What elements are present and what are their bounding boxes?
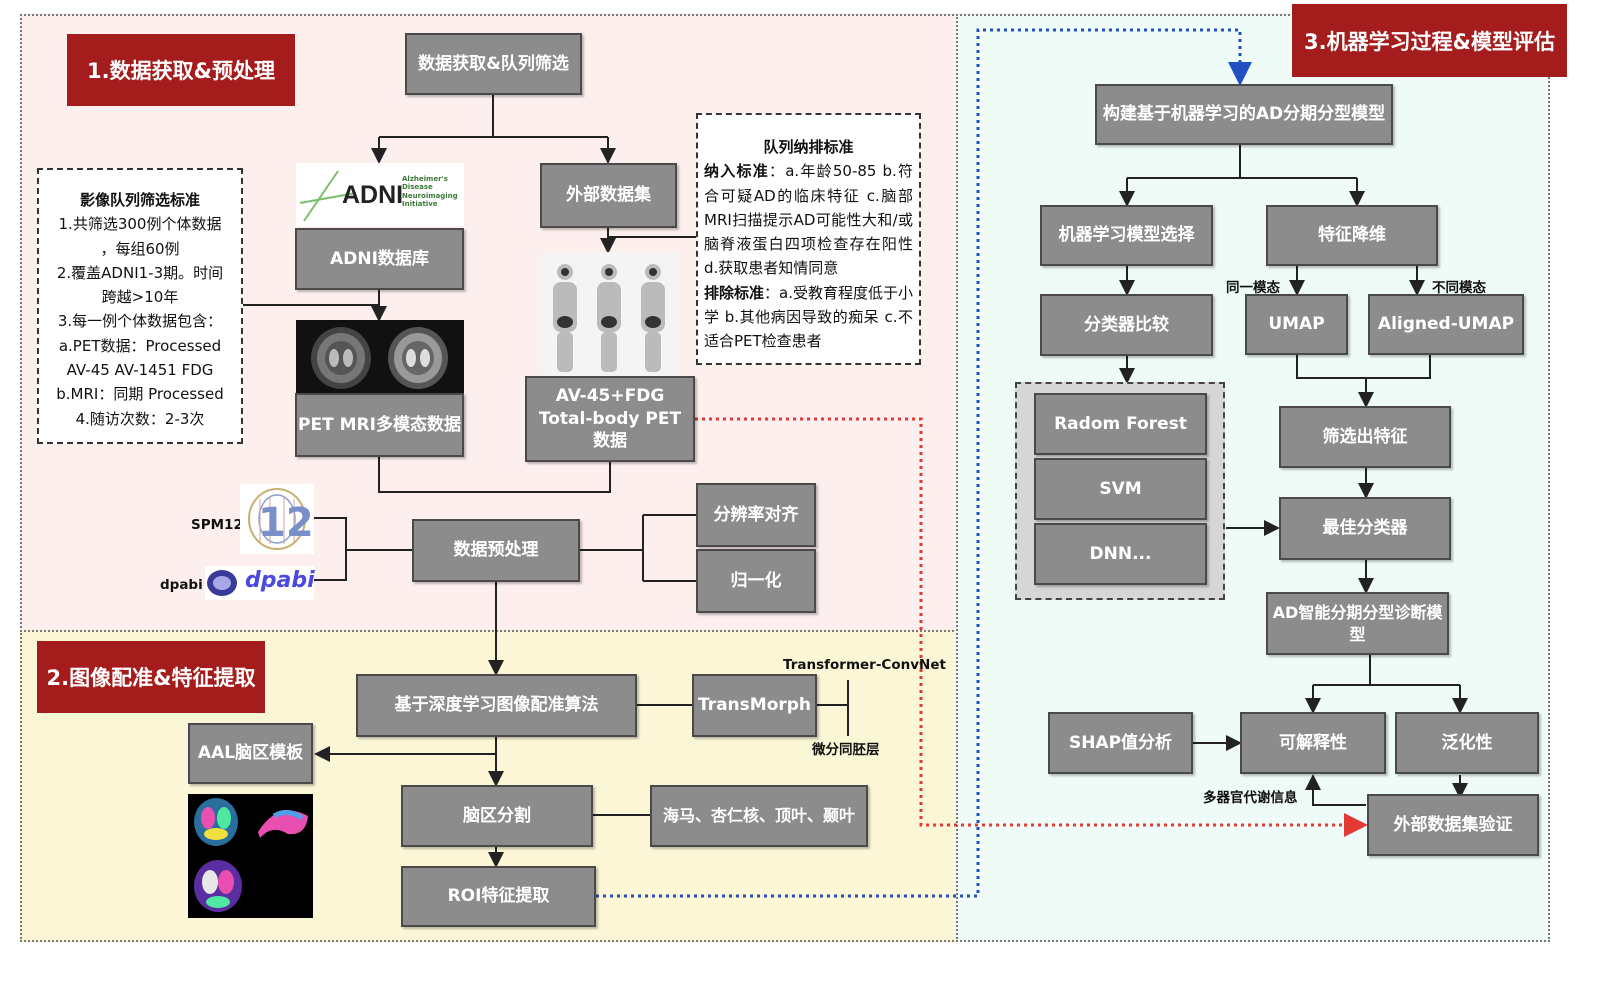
note-left-line: 跨越>10年 — [101, 288, 179, 307]
adni-logo-subtext: Alzheimer's Disease Neuroimaging Initiat… — [402, 175, 458, 209]
spm12-logo: 12 — [240, 484, 314, 554]
different-modality-label: 不同模态 — [1432, 280, 1486, 296]
roi-extraction-box: ROI特征提取 — [401, 866, 596, 927]
brain-segmentation-box: 脑区分割 — [401, 785, 593, 847]
note-left-line: a.PET数据：Processed — [58, 336, 222, 355]
atlas-slice-sagittal — [258, 810, 308, 838]
section-1-title: 1.数据获取&预处理 — [67, 34, 295, 106]
adni-logo-text: ADNI — [342, 181, 404, 209]
dnn-box: DNN... — [1034, 523, 1207, 585]
adni-logo: ADNI Alzheimer's Disease Neuroimaging In… — [296, 163, 464, 226]
selected-features-box: 筛选出特征 — [1279, 406, 1451, 468]
external-validation-box: 外部数据集验证 — [1367, 794, 1539, 856]
classifier-comparison-box: 分类器比较 — [1040, 294, 1213, 356]
exclusion-text: ：a.受教育程度低于小学 b.其他病因导致的痴呆 c.不适合PET检查患者 — [704, 283, 913, 351]
shap-analysis-box: SHAP值分析 — [1048, 712, 1193, 774]
note-left-line: 3.每一例个体数据包含： — [57, 312, 223, 331]
dpabi-logo-text: dpabi — [245, 568, 315, 593]
note-left-title: 影像队列筛选标准 — [79, 191, 200, 209]
deep-learning-registration-box: 基于深度学习图像配准算法 — [356, 674, 637, 737]
external-dataset-box: 外部数据集 — [540, 163, 677, 228]
umap-box: UMAP — [1245, 294, 1348, 355]
exclusion-criteria: 排除标准：a.受教育程度低于小学 b.其他病因导致的痴呆 c.不适合PET检查患… — [704, 281, 913, 354]
brain-regions-box: 海马、杏仁核、顶叶、颞叶 — [650, 785, 868, 847]
adni-logo-graphic — [299, 170, 357, 222]
best-classifier-box: 最佳分类器 — [1279, 497, 1451, 560]
random-forest-box: Radom Forest — [1034, 393, 1207, 455]
interpretability-box: 可解释性 — [1240, 712, 1386, 774]
note-left-line: ，每组60例 — [100, 239, 180, 258]
aligned-umap-box: Aligned-UMAP — [1368, 294, 1524, 355]
inclusion-exclusion-note: 队列纳排标准 纳入标准：a.年龄50-85 b.符合可疑AD的临床特征 c.脑部… — [696, 113, 921, 365]
svm-box: SVM — [1034, 458, 1207, 520]
diagnosis-model-box: AD智能分期分型诊断模型 — [1266, 592, 1449, 655]
note-right-title: 队列纳排标准 — [763, 138, 854, 156]
preprocess-box: 数据预处理 — [412, 519, 580, 582]
atlas-slice-coronal — [194, 860, 242, 912]
dimension-reduction-box: 特征降维 — [1266, 205, 1438, 266]
dpabi-logo: dpabi — [205, 566, 315, 600]
atlas-slice-axial — [194, 798, 238, 846]
mri-brain-right — [388, 327, 448, 389]
adni-database-box: ADNI数据库 — [295, 228, 464, 290]
data-acquisition-box: 数据获取&队列筛选 — [405, 33, 582, 95]
pet-mri-box: PET MRI多模态数据 — [295, 393, 464, 457]
dpabi-label: dpabi — [160, 577, 203, 593]
av45-fdg-box: AV-45+FDG Total-body PET数据 — [525, 376, 695, 462]
cohort-screening-note: 影像队列筛选标准 1.共筛选300例个体数据 ，每组60例 2.覆盖ADNI1-… — [37, 168, 243, 444]
transformer-convnet-label: Transformer-ConvNet — [783, 657, 946, 673]
exclusion-label: 排除标准 — [704, 283, 765, 302]
note-left-line: 2.覆盖ADNI1-3期。时间 — [56, 263, 224, 282]
note-left-line: AV-45 AV-1451 FDG — [66, 361, 214, 380]
aal-template-box: AAL脑区模板 — [188, 723, 313, 784]
note-left-line: b.MRI：同期 Processed — [56, 385, 224, 404]
normalize-box: 归一化 — [696, 549, 816, 613]
note-left-line: 4.随访次数：2-3次 — [75, 409, 205, 428]
total-body-pet-images — [541, 252, 678, 376]
inclusion-criteria: 纳入标准：a.年龄50-85 b.符合可疑AD的临床特征 c.脑部MRI扫描提示… — [704, 159, 913, 280]
multi-organ-metabolism-label: 多器官代谢信息 — [1203, 790, 1298, 806]
resolution-align-box: 分辨率对齐 — [696, 483, 816, 547]
mri-brain-images — [296, 320, 464, 393]
section-2-title: 2.图像配准&特征提取 — [37, 641, 265, 713]
transmorph-box: TransMorph — [692, 674, 817, 737]
same-modality-label: 同一模态 — [1226, 280, 1280, 296]
inclusion-text: ：a.年龄50-85 b.符合可疑AD的临床特征 c.脑部MRI扫描提示AD可能… — [704, 162, 913, 278]
mri-brain-left — [311, 327, 371, 389]
diffeomorphic-layer-label: 微分同胚层 — [812, 742, 880, 758]
svg-text:12: 12 — [258, 500, 314, 546]
inclusion-label: 纳入标准 — [704, 162, 769, 181]
generalizability-box: 泛化性 — [1395, 712, 1539, 774]
spm12-label: SPM12 — [191, 517, 243, 533]
build-model-box: 构建基于机器学习的AD分期分型模型 — [1095, 84, 1393, 145]
section-3-title: 3.机器学习过程&模型评估 — [1292, 4, 1567, 77]
aal-atlas-image — [188, 794, 313, 918]
model-selection-box: 机器学习模型选择 — [1040, 205, 1213, 266]
note-left-line: 1.共筛选300例个体数据 — [58, 215, 222, 234]
